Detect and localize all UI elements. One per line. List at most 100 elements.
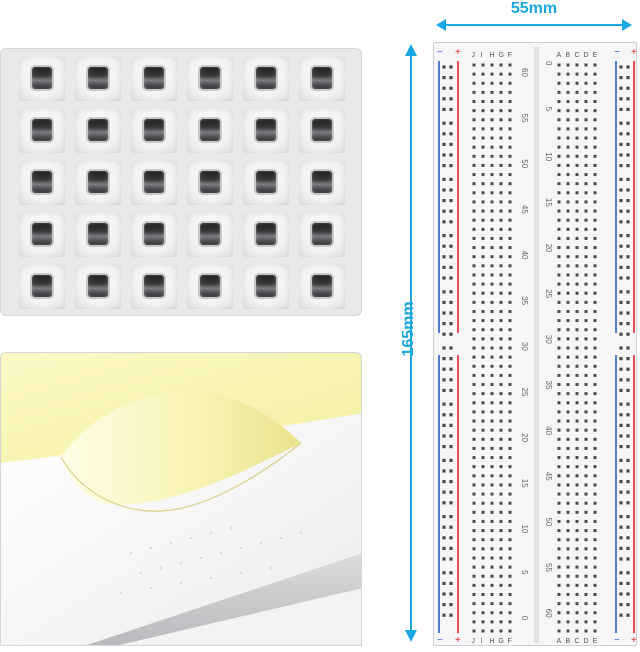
terminal-hole bbox=[490, 109, 494, 113]
terminal-hole bbox=[575, 63, 579, 67]
terminal-hole bbox=[584, 145, 588, 149]
row-number-right: 15 bbox=[544, 198, 553, 207]
terminal-hole bbox=[481, 383, 485, 387]
terminal-hole bbox=[499, 355, 503, 359]
terminal-hole bbox=[490, 100, 494, 104]
rail-hole bbox=[449, 65, 453, 69]
terminal-hole bbox=[575, 173, 579, 177]
row-number-right: 50 bbox=[544, 517, 553, 526]
rail-minus-label: − bbox=[437, 47, 443, 58]
terminal-hole bbox=[481, 410, 485, 414]
rail-hole bbox=[442, 525, 446, 529]
terminal-hole bbox=[481, 574, 485, 578]
row-number-right: 20 bbox=[544, 244, 553, 253]
terminal-hole bbox=[508, 602, 512, 606]
terminal-hole bbox=[499, 264, 503, 268]
terminal-hole bbox=[490, 191, 494, 195]
terminal-hole bbox=[566, 364, 570, 368]
rail-hole bbox=[442, 244, 446, 248]
breadboard-drawing: FFGGHHIIJJAABBCCDDEE60555045403530252015… bbox=[437, 47, 637, 646]
terminal-hole bbox=[584, 611, 588, 615]
terminal-hole bbox=[490, 392, 494, 396]
rail-hole bbox=[626, 107, 630, 111]
rail-minus-label: − bbox=[614, 47, 620, 58]
terminal-hole bbox=[566, 255, 570, 259]
terminal-hole bbox=[575, 565, 579, 569]
rail-hole bbox=[449, 357, 453, 361]
terminal-hole bbox=[490, 583, 494, 587]
rail-hole bbox=[442, 581, 446, 585]
terminal-hole bbox=[499, 428, 503, 432]
terminal-hole bbox=[566, 574, 570, 578]
terminal-hole bbox=[584, 264, 588, 268]
terminal-hole bbox=[584, 629, 588, 633]
rail-hole bbox=[442, 469, 446, 473]
terminal-hole bbox=[472, 519, 476, 523]
terminal-hole bbox=[575, 574, 579, 578]
terminal-hole bbox=[508, 264, 512, 268]
terminal-hole bbox=[566, 109, 570, 113]
terminal-hole bbox=[472, 337, 476, 341]
rail-hole bbox=[449, 276, 453, 280]
terminal-hole bbox=[481, 282, 485, 286]
terminal-hole bbox=[566, 428, 570, 432]
terminal-hole bbox=[508, 456, 512, 460]
rail-hole bbox=[442, 220, 446, 224]
row-number-left: 55 bbox=[520, 114, 529, 123]
rail-hole bbox=[626, 132, 630, 136]
column-letter-bottom: I bbox=[481, 638, 483, 645]
column-letter-bottom: E bbox=[593, 638, 598, 645]
terminal-hole bbox=[557, 574, 561, 578]
terminal-hole bbox=[593, 81, 597, 85]
terminal-hole bbox=[557, 218, 561, 222]
terminal-hole bbox=[557, 328, 561, 332]
terminal-hole bbox=[499, 446, 503, 450]
terminal-hole bbox=[566, 173, 570, 177]
rail-hole bbox=[449, 445, 453, 449]
terminal-hole bbox=[490, 556, 494, 560]
terminal-hole bbox=[508, 273, 512, 277]
terminal-hole bbox=[593, 592, 597, 596]
rail-hole bbox=[442, 132, 446, 136]
terminal-hole bbox=[508, 355, 512, 359]
terminal-hole bbox=[593, 474, 597, 478]
terminal-hole bbox=[557, 446, 561, 450]
terminal-hole bbox=[508, 81, 512, 85]
terminal-hole bbox=[481, 163, 485, 167]
terminal-hole bbox=[481, 109, 485, 113]
terminal-hole bbox=[490, 410, 494, 414]
terminal-hole bbox=[584, 401, 588, 405]
terminal-hole bbox=[557, 629, 561, 633]
terminal-hole bbox=[472, 474, 476, 478]
terminal-hole bbox=[593, 63, 597, 67]
terminal-hole bbox=[499, 364, 503, 368]
terminal-hole bbox=[593, 163, 597, 167]
terminal-hole bbox=[557, 556, 561, 560]
terminal-hole bbox=[593, 291, 597, 295]
row-number-right: 55 bbox=[544, 563, 553, 572]
rail-hole bbox=[626, 571, 630, 575]
terminal-hole bbox=[584, 154, 588, 158]
rail-hole bbox=[449, 557, 453, 561]
terminal-hole bbox=[508, 136, 512, 140]
terminal-hole bbox=[481, 218, 485, 222]
rail-hole bbox=[449, 76, 453, 80]
terminal-hole bbox=[508, 583, 512, 587]
terminal-hole bbox=[490, 291, 494, 295]
terminal-hole bbox=[557, 72, 561, 76]
rail-hole bbox=[626, 76, 630, 80]
rail-hole bbox=[619, 592, 623, 596]
terminal-hole bbox=[584, 483, 588, 487]
rail-hole bbox=[626, 276, 630, 280]
hole-closeup-cell bbox=[299, 109, 345, 153]
terminal-hole bbox=[499, 81, 503, 85]
rail-hole bbox=[442, 265, 446, 269]
rail-hole bbox=[619, 177, 623, 181]
terminal-hole bbox=[593, 72, 597, 76]
terminal-hole bbox=[575, 136, 579, 140]
terminal-hole bbox=[508, 592, 512, 596]
terminal-hole bbox=[566, 592, 570, 596]
rail-hole bbox=[619, 188, 623, 192]
terminal-hole bbox=[566, 410, 570, 414]
rail-hole bbox=[626, 490, 630, 494]
